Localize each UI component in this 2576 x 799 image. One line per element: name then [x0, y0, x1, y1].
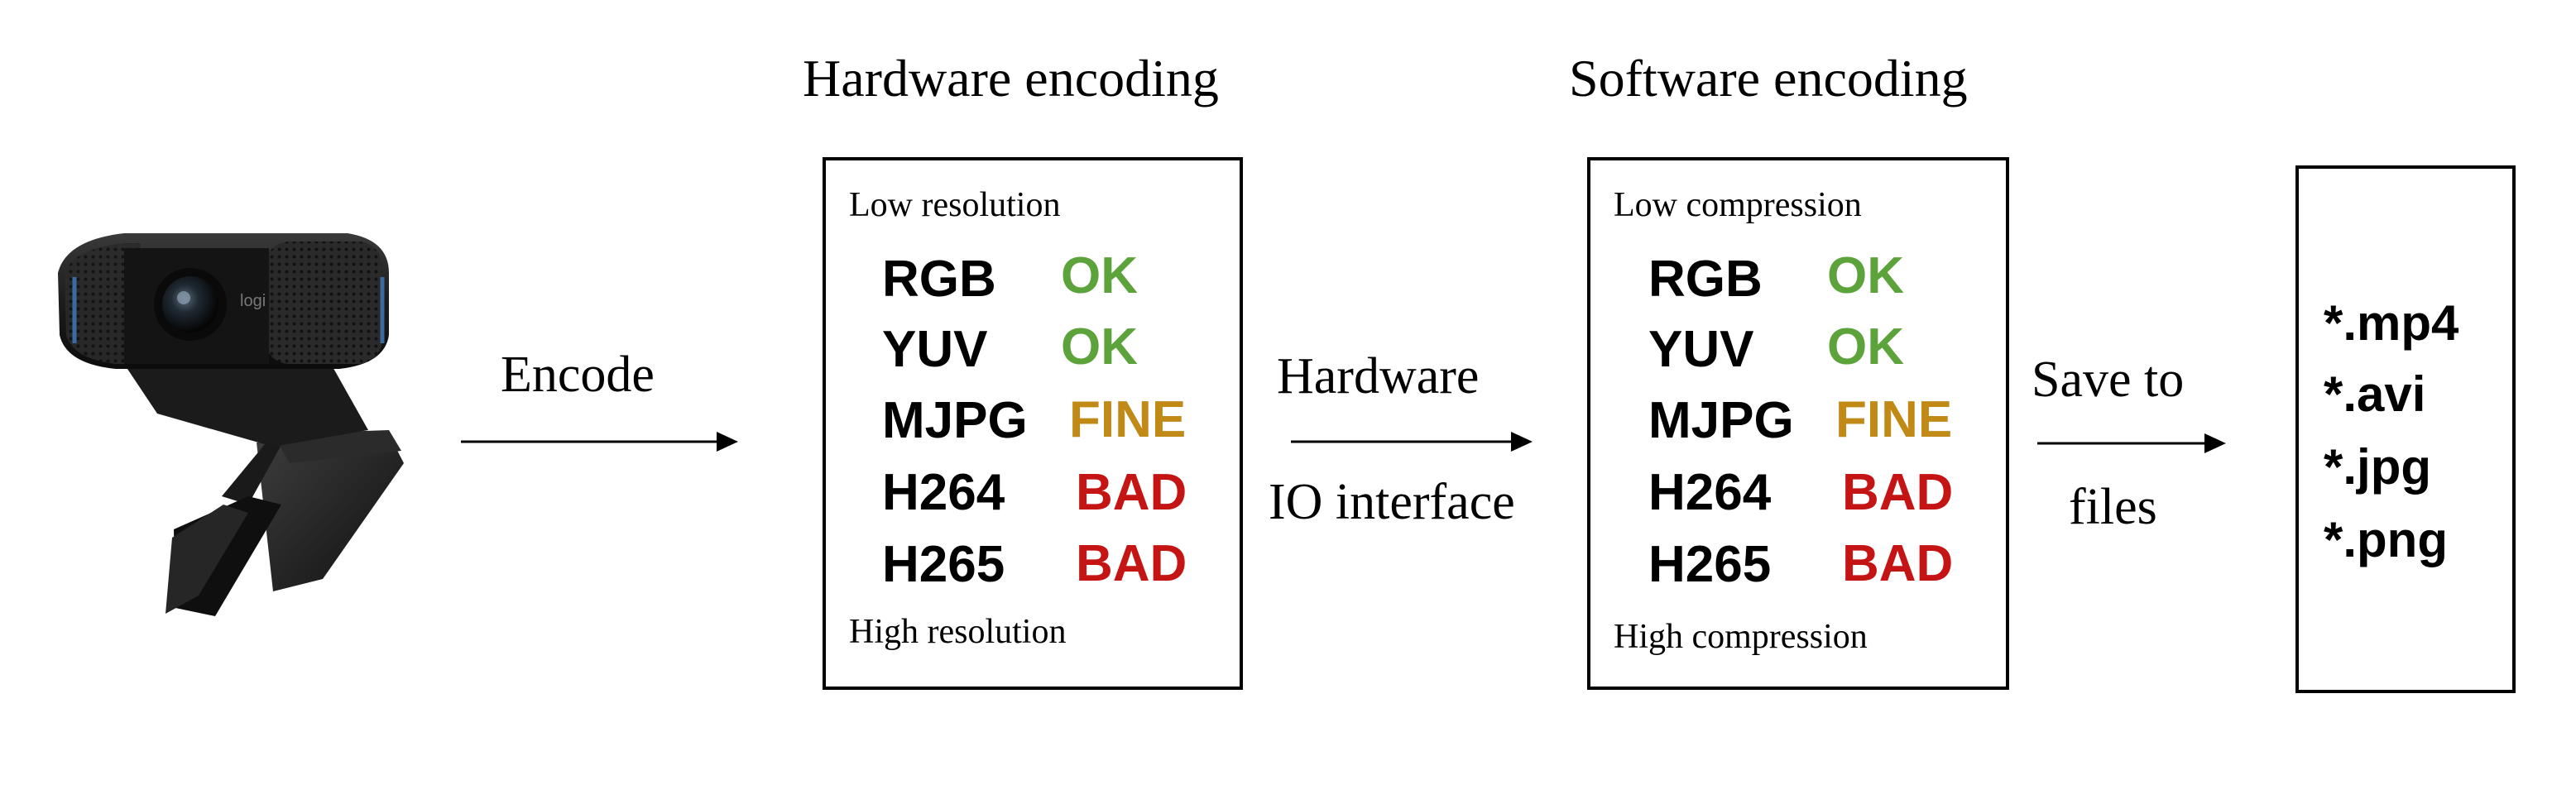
software-format-h264: H264 [1648, 464, 1772, 521]
hardware-status-h264: BAD [1076, 464, 1187, 521]
hardware-status-yuv: OK [1061, 318, 1138, 376]
output-files-box [2295, 165, 2516, 693]
software-encoding-title: Software encoding [1569, 49, 1968, 108]
software-top-caption: Low compression [1614, 186, 1862, 224]
software-format-yuv: YUV [1648, 321, 1754, 378]
file-ext-png: *.png [2324, 512, 2448, 567]
brand-text: logi [240, 292, 266, 310]
hardware-status-mjpg: FINE [1069, 391, 1187, 448]
software-status-yuv: OK [1827, 318, 1904, 376]
hardware-format-yuv: YUV [882, 321, 988, 378]
hardware-format-mjpg: MJPG [882, 392, 1028, 449]
hardware-format-h265: H265 [882, 536, 1005, 593]
hardware-encoding-title: Hardware encoding [803, 49, 1219, 108]
files-label: files [2069, 479, 2157, 535]
hardware-encoding-box [823, 157, 1243, 690]
software-bottom-caption: High compression [1614, 618, 1868, 656]
encode-arrow [461, 432, 738, 452]
software-format-h265: H265 [1648, 536, 1772, 593]
hardware-status-rgb: OK [1061, 247, 1138, 304]
hardware-status-h265: BAD [1076, 535, 1187, 592]
save-to-label: Save to [2032, 352, 2185, 408]
software-status-h265: BAD [1842, 535, 1954, 592]
software-status-rgb: OK [1827, 247, 1904, 304]
hardware-io-arrow [1291, 432, 1533, 452]
hardware-format-rgb: RGB [882, 251, 996, 308]
file-ext-jpg: *.jpg [2324, 439, 2431, 495]
file-ext-mp4: *.mp4 [2324, 295, 2459, 351]
software-status-h264: BAD [1842, 464, 1954, 521]
software-encoding-box [1587, 157, 2009, 690]
software-format-rgb: RGB [1648, 251, 1763, 308]
software-status-mjpg: FINE [1835, 391, 1953, 448]
hardware-bottom-caption: High resolution [849, 613, 1067, 651]
software-format-mjpg: MJPG [1648, 392, 1794, 449]
io-interface-label: IO interface [1269, 474, 1515, 530]
encode-label: Encode [501, 347, 655, 403]
hardware-format-h264: H264 [882, 464, 1005, 521]
save-to-files-arrow [2037, 433, 2226, 453]
hardware-top-caption: Low resolution [849, 186, 1061, 224]
hardware-label: Hardware [1277, 348, 1480, 404]
file-ext-avi: *.avi [2324, 366, 2426, 422]
